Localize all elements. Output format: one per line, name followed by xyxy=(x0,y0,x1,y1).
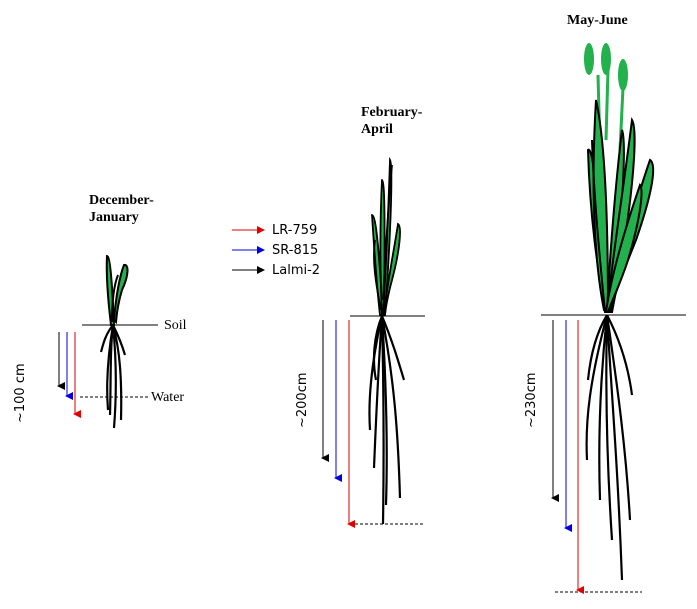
stage-3-depth-label: ~230cm xyxy=(524,372,539,428)
blue-arrow-icon xyxy=(232,246,265,254)
legend-item-lalmi-2: Lalmi-2 xyxy=(232,260,320,280)
legend-label-lr-759: LR-759 xyxy=(272,222,318,238)
black-arrow-icon xyxy=(232,266,265,274)
roots xyxy=(585,314,634,581)
legend-label-lalmi-2: Lalmi-2 xyxy=(272,262,321,278)
roots xyxy=(99,324,127,429)
stage-1-period: December- January xyxy=(89,192,154,226)
soil-label: Soil xyxy=(164,318,187,333)
stage-2-period-line1: February- xyxy=(361,105,423,120)
water-label: Water xyxy=(151,390,185,405)
legend-item-lr-759: LR-759 xyxy=(232,220,320,240)
stage-1-depth-label: ~100 cm xyxy=(13,363,28,423)
plant-december-january xyxy=(57,254,158,429)
stage-3-period: May-June xyxy=(567,12,628,29)
legend-label-sr-815: SR-815 xyxy=(272,242,319,258)
stage-1-period-line1: December- xyxy=(89,193,154,208)
stage-3-period-line1: May-June xyxy=(567,13,628,28)
legend-item-sr-815: SR-815 xyxy=(232,240,320,260)
red-arrow-icon xyxy=(232,226,265,234)
plant-may-june xyxy=(541,43,686,594)
stage-2-period-line2: April xyxy=(361,122,393,137)
stage-2-period: February- April xyxy=(361,104,422,138)
roots xyxy=(368,315,406,525)
stage-2-depth-label: ~200cm xyxy=(295,372,310,428)
plant-february-april xyxy=(321,156,425,528)
stage-1-period-line2: January xyxy=(89,210,139,225)
legend: LR-759 SR-815 Lalmi-2 xyxy=(232,220,320,280)
